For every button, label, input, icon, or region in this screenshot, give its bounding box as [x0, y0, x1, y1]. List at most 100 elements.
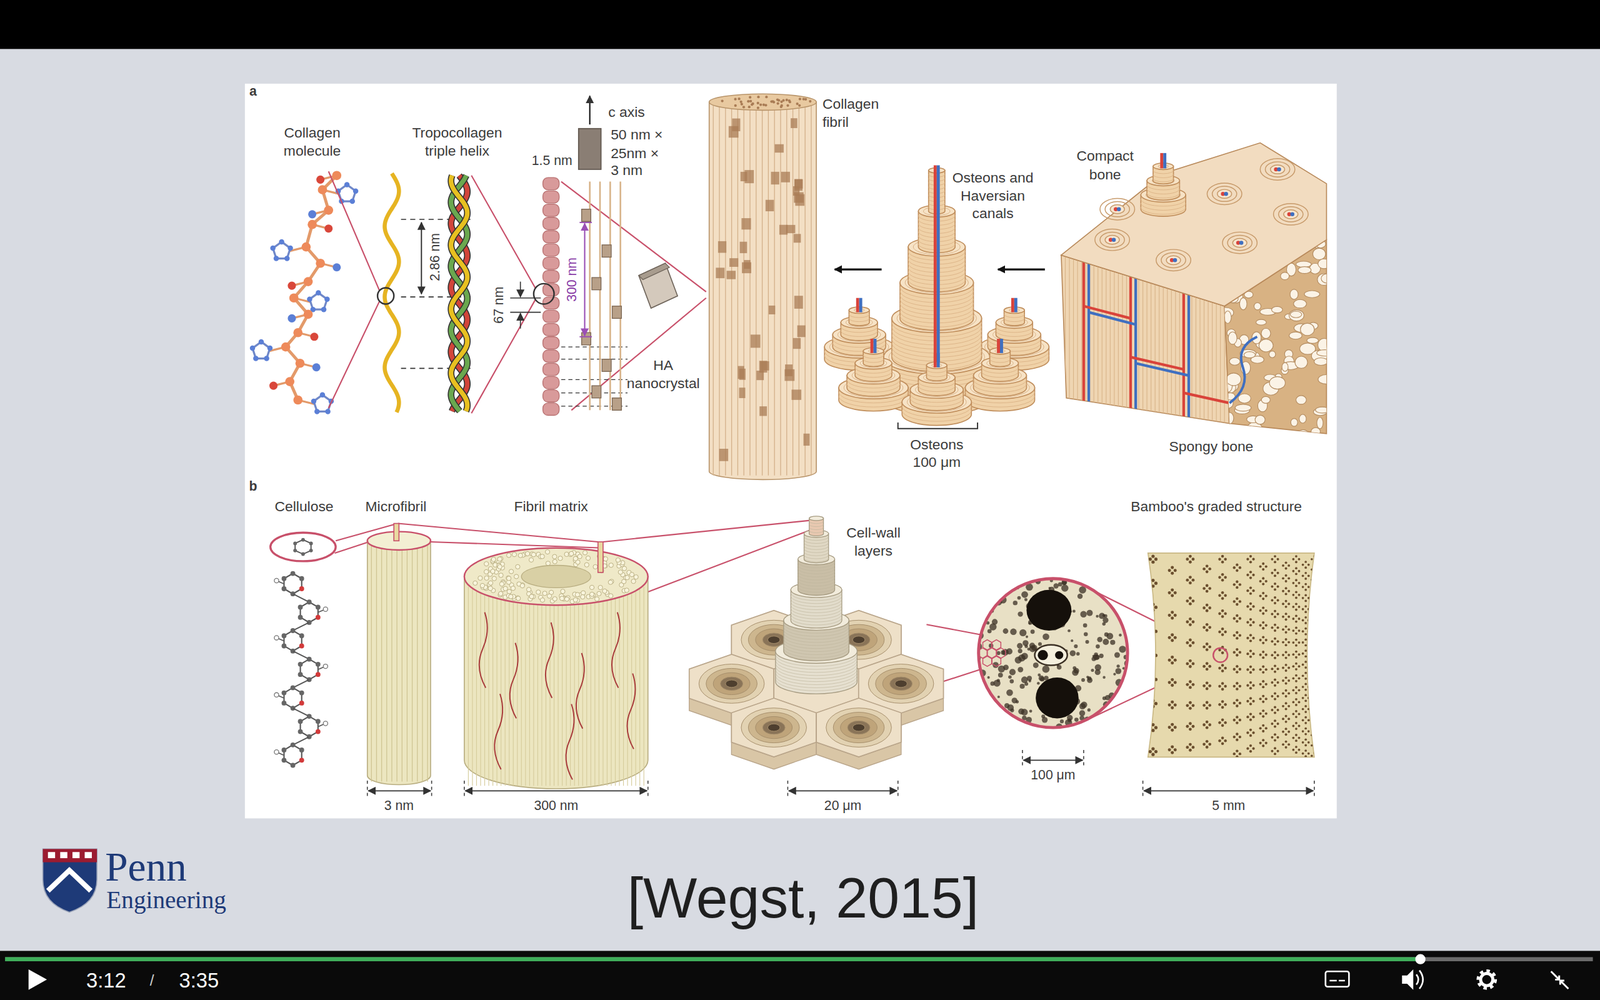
vascular-bundle-dot — [1304, 560, 1307, 564]
microfibril-end — [510, 586, 515, 591]
vascular-bundle-dot — [1261, 724, 1265, 727]
vascular-bundle-dot — [1185, 703, 1189, 707]
layer-texture — [783, 641, 849, 652]
vascular-bundle-dot — [1151, 555, 1155, 559]
vascular-bundle-dot — [1218, 557, 1222, 561]
vascular-bundle-dot — [1238, 701, 1242, 705]
parenchyma-cell — [1070, 639, 1074, 642]
vascular-bundle-dot — [1221, 615, 1225, 619]
vascular-bundle-dot — [1276, 599, 1280, 602]
atom — [320, 392, 325, 398]
vascular-bundle-dot — [1205, 701, 1209, 705]
vascular-bundle-dot — [1151, 632, 1155, 636]
vascular-bundle-dot — [1202, 567, 1206, 571]
matrix-stripe — [541, 586, 542, 786]
parenchyma-cell — [1004, 718, 1009, 724]
vascular-bundle-dot — [1301, 563, 1305, 567]
matrix-stripe — [610, 586, 612, 786]
trabecular-pore — [1253, 302, 1261, 310]
vascular-bundle-dot — [1295, 602, 1298, 605]
microfibril-end — [488, 580, 493, 585]
matrix-stripe — [492, 586, 494, 786]
vascular-bundle-dot — [1273, 656, 1277, 660]
vascular-bundle-dot — [1270, 585, 1274, 589]
vascular-bundle-dot — [1285, 669, 1288, 672]
vascular-bundle-dot — [1223, 721, 1227, 725]
vascular-bundle-dot — [1276, 571, 1280, 575]
vascular-bundle-dot — [1261, 641, 1265, 645]
atom — [298, 615, 304, 620]
vascular-bundle-dot — [1281, 564, 1285, 567]
matrix-stripe — [476, 586, 477, 786]
vascular-bundle-dot — [1259, 726, 1262, 730]
microfibril-end — [582, 550, 587, 555]
vascular-bundle-dot — [1291, 629, 1295, 632]
vascular-bundle-dot — [1261, 568, 1265, 571]
magnified-ground — [978, 578, 1128, 728]
vascular-bundle-dot — [1261, 635, 1265, 639]
ha-patch — [740, 171, 748, 182]
parenchyma-cell — [984, 586, 989, 591]
microfibril-end — [621, 579, 627, 584]
atom — [301, 552, 305, 557]
parenchyma-cell — [1017, 611, 1023, 617]
haversian-canal — [1239, 240, 1244, 245]
microfibril-end — [546, 593, 552, 599]
vascular-bundle-dot — [1221, 669, 1225, 673]
vascular-bundle-dot — [1170, 633, 1174, 637]
atom — [299, 576, 305, 582]
atom — [306, 656, 312, 662]
bamboo-block — [1148, 553, 1319, 760]
vascular-bundle-dot — [1151, 578, 1155, 582]
vascular-bundle-dot — [1170, 571, 1174, 575]
matrix-stripe — [468, 586, 469, 786]
hydrogen-atom — [274, 692, 279, 697]
cell-wall-layer — [882, 672, 920, 695]
vascular-bundle-dot — [1249, 623, 1252, 627]
trabecular-pore — [1316, 350, 1333, 357]
matrix-stripe — [557, 586, 559, 786]
vascular-bundle-dot — [1270, 571, 1274, 575]
vascular-bundle-dot — [1151, 680, 1155, 684]
vascular-bundle-dot — [1285, 689, 1288, 692]
parenchyma-cell — [1110, 715, 1116, 721]
lamella-line — [918, 385, 955, 392]
parenchyma-cell — [982, 717, 990, 725]
vascular-bundle-dot — [1191, 620, 1195, 624]
fibril-stripe — [810, 104, 812, 476]
trabecular-pore — [1235, 404, 1252, 412]
microfibril-end — [608, 593, 614, 599]
lamella-line — [848, 318, 870, 322]
penn-shield-book — [72, 851, 80, 859]
vascular-bundle-dot — [1185, 557, 1189, 561]
vascular-bundle-dot — [1202, 684, 1206, 688]
microfibril-end — [491, 576, 497, 581]
microfibril-end — [526, 587, 532, 592]
osteons — [824, 165, 1049, 425]
ha-patch — [793, 233, 802, 243]
vascular-bundle-dot — [1249, 555, 1252, 558]
vascular-bundle-dot — [1205, 609, 1209, 613]
parenchyma-cell — [1056, 665, 1062, 670]
vascular-bundle-dot — [1202, 625, 1206, 629]
trabecular-pore — [1225, 412, 1234, 424]
cell-wall-layer-top — [809, 516, 824, 521]
microfibril-end — [629, 572, 634, 577]
atom — [306, 734, 312, 740]
microfibril-end — [529, 594, 534, 599]
cell-wall-layer — [748, 712, 800, 744]
parenchyma-cell — [1008, 675, 1012, 680]
cell-wall-layer — [868, 664, 934, 704]
vascular-bundle-dot — [1235, 738, 1239, 741]
microfibril-end — [515, 564, 520, 569]
vascular-bundle-dot — [1173, 568, 1177, 572]
vascular-bundle-dot — [1223, 612, 1227, 616]
fibril-stripe — [768, 104, 769, 476]
vascular-bundle-dot — [1188, 727, 1192, 731]
parenchyma-cell — [1018, 654, 1026, 662]
vascular-bundle-dot — [1170, 700, 1174, 704]
vascular-bundle-dot — [1291, 593, 1295, 597]
microfibril-end — [608, 580, 613, 585]
mineralized-strands — [561, 181, 628, 411]
hemicellulose-strand — [566, 704, 575, 780]
